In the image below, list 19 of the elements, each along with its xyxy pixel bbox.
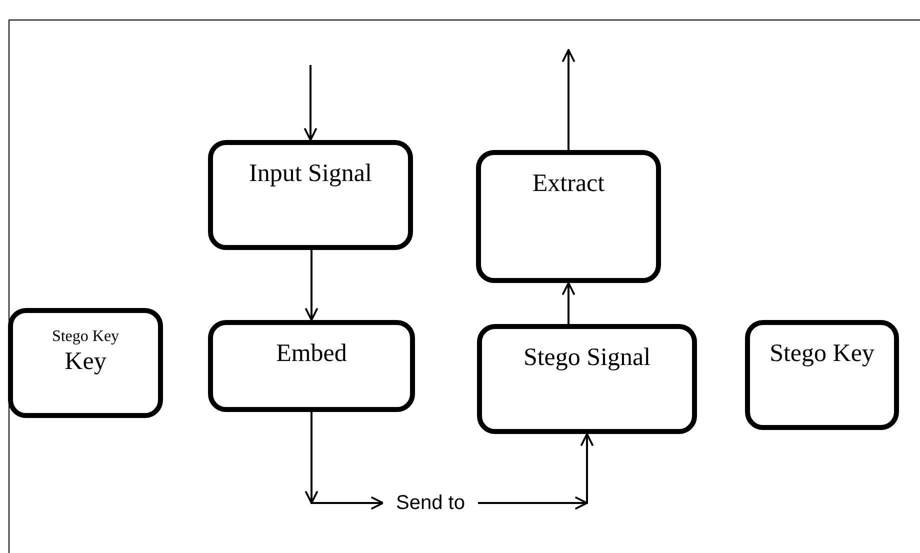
arrow	[562, 49, 576, 150]
box-label: Input Signal	[249, 159, 372, 189]
arrow	[304, 412, 383, 510]
process-box	[208, 320, 415, 412]
box-label: Stego Signal	[523, 343, 651, 373]
process-box	[208, 140, 413, 250]
box-label: Key	[64, 347, 106, 377]
box-label: Extract	[532, 169, 605, 199]
arrow	[304, 250, 318, 321]
box-label: Stego Key	[770, 339, 874, 369]
box-label: Embed	[276, 339, 347, 369]
process-box	[477, 324, 697, 434]
box-label: Stego Key	[52, 327, 120, 347]
process-box	[476, 150, 661, 283]
process-box	[745, 320, 899, 430]
arrow	[304, 65, 318, 141]
arrow	[478, 434, 594, 510]
arrow	[562, 282, 576, 324]
process-box	[8, 308, 163, 418]
